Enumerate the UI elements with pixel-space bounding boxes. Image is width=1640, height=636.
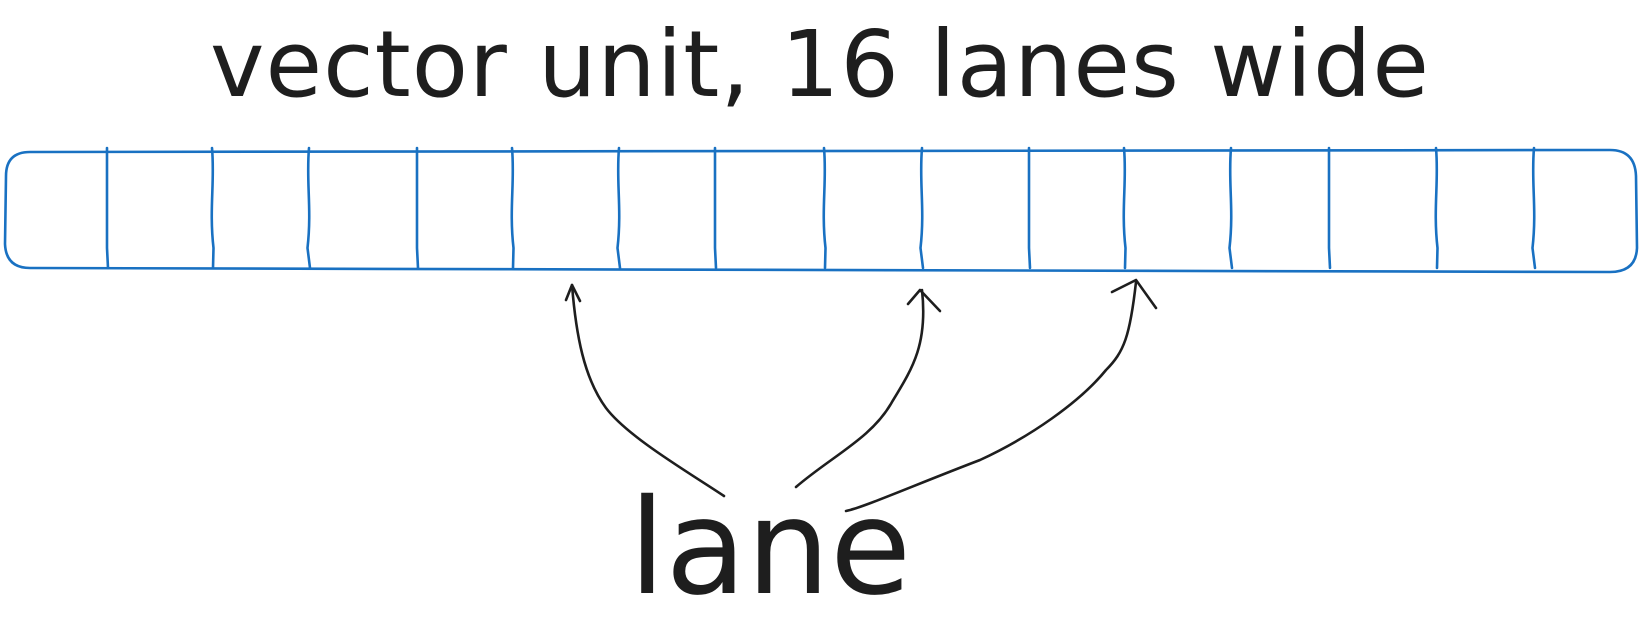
lane-divider (1122, 146, 1127, 270)
lane-divider (1531, 146, 1537, 270)
lane-divider (1434, 146, 1439, 270)
vector-unit (3, 146, 1639, 274)
arrows (564, 278, 1158, 513)
lane-divider (210, 146, 215, 270)
lane-divider (1327, 146, 1332, 270)
lane-divider (1027, 146, 1032, 270)
arrow-to-lane-right (844, 278, 1158, 513)
arrow-to-lane-middle (794, 288, 942, 489)
lane-divider (415, 146, 420, 270)
lane-label: lane (628, 471, 912, 625)
lane-divider (1228, 146, 1234, 270)
lane-divider (713, 146, 718, 270)
lane-divider (105, 146, 110, 270)
lane-divider (822, 146, 827, 270)
vector-unit-outline (3, 148, 1639, 274)
lane-divider (510, 146, 515, 270)
diagram-title: vector unit, 16 lanes wide (210, 11, 1430, 118)
lane-divider (306, 146, 312, 270)
lane-dividers (105, 146, 1537, 270)
lane-divider (919, 146, 925, 270)
arrow-to-lane-left (564, 283, 726, 498)
lane-divider (616, 146, 622, 270)
